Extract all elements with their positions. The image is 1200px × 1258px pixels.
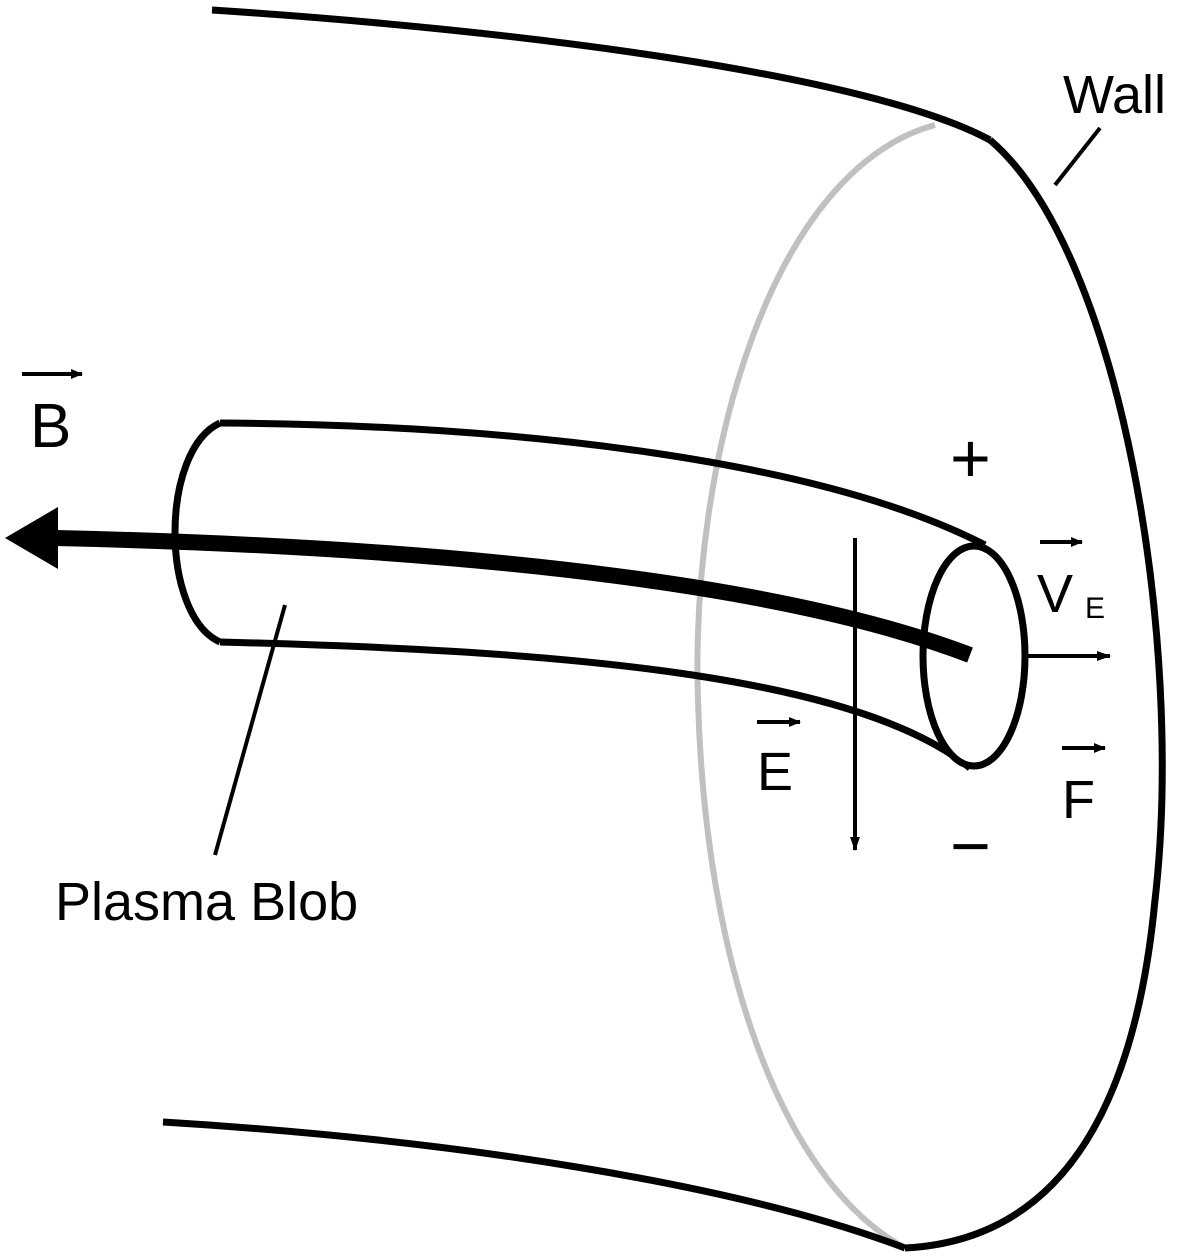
plus-charge: + <box>950 419 991 497</box>
minus-charge: − <box>950 807 991 885</box>
b-field-arrowhead <box>5 507 58 569</box>
plasma-blob-back-end <box>171 419 222 646</box>
force-label: F <box>1062 770 1095 830</box>
ve-subscript: E <box>1085 592 1105 625</box>
wall-near-rim <box>904 137 1166 1252</box>
b-field-line <box>54 530 973 663</box>
plasma-blob-bottom-edge <box>219 638 973 771</box>
wall-top-edge <box>211 6 992 144</box>
plasma-blob-front-end <box>919 542 1029 770</box>
plasma-blob-top-edge <box>219 419 987 549</box>
plasma-blob-leader-line <box>213 604 287 856</box>
wall-bottom-edge <box>162 1118 907 1252</box>
wall-label: Wall <box>1063 65 1166 125</box>
e-field-label: E <box>757 742 793 802</box>
plasma-blob-label: Plasma Blob <box>55 872 358 932</box>
wall-leader-line <box>1053 126 1102 187</box>
ve-label: V <box>1037 564 1073 624</box>
wall-far-rim <box>694 122 936 1251</box>
b-field-label: B <box>30 392 71 461</box>
